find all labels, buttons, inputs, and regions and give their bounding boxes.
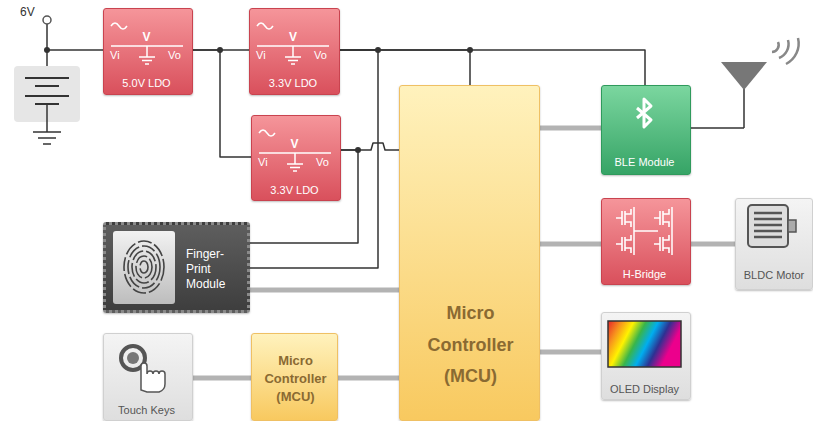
signal-bus — [250, 288, 399, 293]
text-slot: Vo — [316, 156, 329, 169]
display-picture — [608, 321, 681, 367]
node-text: V — [252, 137, 337, 151]
regulator-box: Vi V Vo 5.0V LDO — [103, 8, 193, 95]
node-text: Micro Controller (MCU) — [415, 298, 526, 393]
node-text: Vi — [258, 156, 268, 169]
power-wire — [193, 49, 249, 51]
text-slot: 3.3V LDO — [252, 184, 337, 197]
text-slot: V — [250, 30, 336, 44]
text-slot: BLE Module — [602, 156, 687, 169]
driver-box: H-Bridge — [601, 198, 691, 285]
node-text: Touch Keys — [104, 404, 189, 417]
text-slot: Micro Controller (MCU) — [415, 298, 526, 393]
signal-bus — [338, 376, 399, 381]
peripheral-box: OLED Display — [601, 312, 691, 400]
node-text: Vo — [314, 49, 327, 62]
battery-symbol — [14, 16, 80, 144]
node-text: Finger-Print Module — [186, 247, 246, 292]
regulator-symbol — [259, 130, 331, 171]
controller-box: Micro Controller (MCU) — [399, 85, 540, 421]
signal-bus — [691, 242, 735, 247]
signal-bus — [193, 376, 251, 381]
text-slot: 5.0V LDO — [104, 77, 189, 90]
regulator-box: Vi V Vo 3.3V LDO — [251, 115, 341, 201]
touch-icon — [121, 346, 165, 392]
bluetooth-symbol — [637, 99, 651, 127]
node-text: Vo — [168, 49, 181, 62]
node-text: Vo — [316, 156, 329, 169]
text-slot: Micro Controller (MCU) — [260, 352, 331, 407]
voltage-label: 6V — [20, 5, 35, 19]
signal-bus — [540, 242, 601, 247]
signal-bus — [540, 350, 601, 355]
node-text: V — [104, 30, 189, 44]
text-slot: Vo — [168, 49, 181, 62]
h-bridge-symbol — [616, 207, 672, 255]
regulator-symbol — [257, 23, 329, 64]
regulator-symbol — [111, 23, 183, 64]
text-slot: V — [252, 137, 337, 151]
peripheral-box: BLDC Motor — [735, 198, 813, 290]
power-wire — [250, 50, 378, 268]
node-text: OLED Display — [602, 383, 687, 396]
node-text: Vi — [256, 49, 266, 62]
regulator-box: Vi V Vo 3.3V LDO — [249, 8, 340, 95]
text-slot: V — [104, 30, 189, 44]
node-text: Vi — [110, 49, 120, 62]
node-text: V — [250, 30, 336, 44]
node-text: BLDC Motor — [736, 269, 812, 282]
text-slot: OLED Display — [602, 383, 687, 396]
radio-module-box: BLE Module — [601, 85, 691, 175]
fingerprint-icon — [113, 231, 175, 304]
text-slot: Touch Keys — [104, 404, 189, 417]
text-slot: Vi — [110, 49, 120, 62]
motor-icon — [748, 205, 796, 247]
text-slot: Finger-Print Module — [186, 247, 246, 292]
power-wire — [340, 50, 470, 85]
node-text: H-Bridge — [602, 268, 687, 281]
text-slot: 3.3V LDO — [250, 77, 336, 90]
sensor-module-box: Finger-Print Module — [103, 222, 250, 313]
node-text: 5.0V LDO — [104, 77, 189, 90]
text-slot: Vi — [258, 156, 268, 169]
text-slot: Vi — [256, 49, 266, 62]
power-wire — [340, 50, 645, 85]
node-text: Micro Controller (MCU) — [260, 352, 331, 407]
power-wire — [341, 143, 399, 150]
node-text: BLE Module — [602, 156, 687, 169]
node-text: 3.3V LDO — [252, 184, 337, 197]
controller-box: Micro Controller (MCU) — [251, 333, 338, 421]
text-slot: BLDC Motor — [736, 269, 812, 282]
node-text: 3.3V LDO — [250, 77, 336, 90]
text-slot: H-Bridge — [602, 268, 687, 281]
antenna-symbol — [721, 38, 799, 90]
power-wire — [193, 50, 251, 157]
text-slot: 6V — [20, 5, 35, 19]
text-slot: Vo — [314, 49, 327, 62]
peripheral-box: Touch Keys — [103, 333, 193, 421]
signal-bus — [540, 126, 601, 131]
